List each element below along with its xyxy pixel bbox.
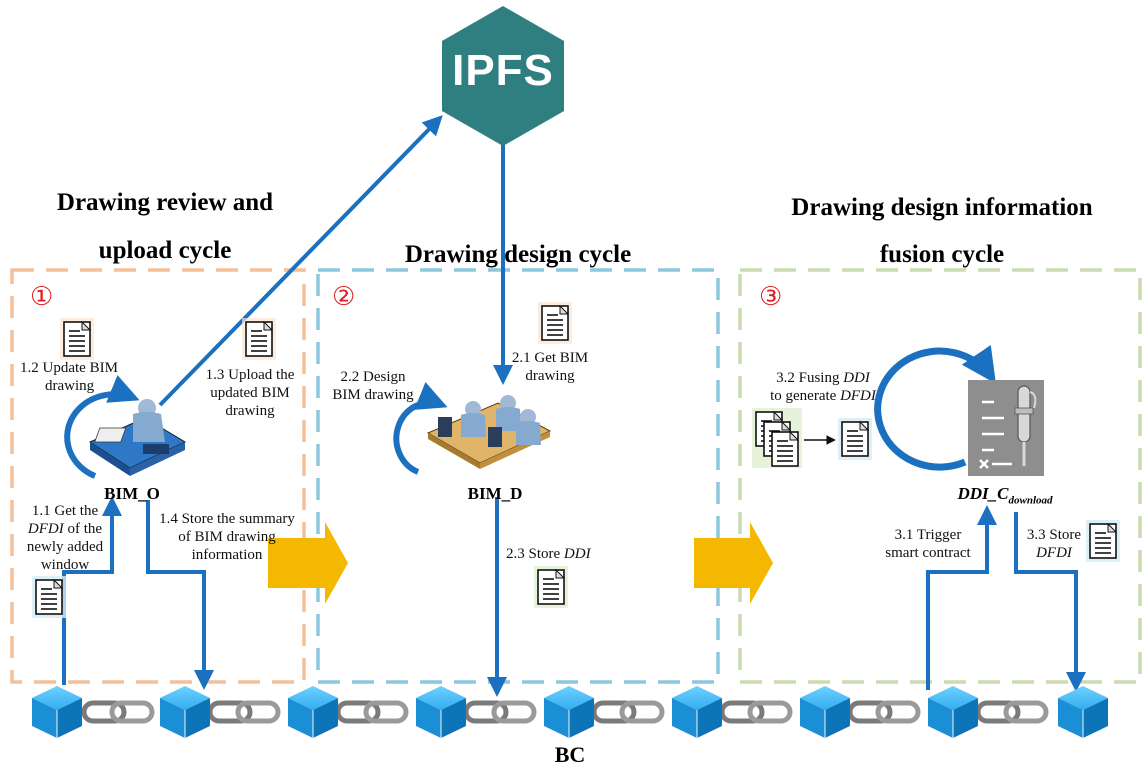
step-1-2-line2: drawing	[45, 378, 95, 394]
step-3-2-line1-prefix: 3.2 Fusing	[776, 370, 844, 386]
arrow-bc-to-bim-o	[62, 496, 122, 685]
step-1-3-line3: drawing	[225, 403, 275, 419]
cycle1-number: ①	[30, 282, 54, 312]
step-3-2-label: 3.2 Fusing DDI to generate DFDI	[758, 369, 888, 405]
step-1-4-label: 1.4 Store the summary of BIM drawing inf…	[152, 510, 302, 564]
transfer-arrow-2-3	[694, 522, 773, 604]
bim-d-figure	[426, 395, 552, 469]
cycle-arrow-bim-o	[64, 375, 140, 479]
step-2-1-line1: 2.1 Get BIM	[511, 350, 589, 366]
document-stack-3-2	[752, 408, 802, 468]
step-1-3-line1: 1.3 Upload the	[205, 367, 295, 383]
cycle2-title: Drawing design cycle	[404, 241, 632, 268]
step-3-2-line2-prefix: to generate	[770, 388, 841, 404]
step-1-4-line3: information	[191, 547, 263, 563]
cycle2-number: ②	[332, 282, 356, 312]
step-3-3-dfdi: DFDI	[1036, 545, 1072, 561]
document-icon-2-1	[538, 302, 572, 344]
step-3-2-dfdi: DFDI	[840, 388, 876, 404]
transfer-arrow-1-2	[268, 522, 348, 604]
step-2-3-ddi: DDI	[563, 546, 591, 562]
cycle-arrow-ddi-c	[874, 345, 996, 471]
document-icon-2-3	[534, 566, 568, 608]
cycle3-frame	[738, 268, 1142, 684]
step-1-1-line2-rest: of the	[63, 521, 103, 537]
step-2-1-line2: drawing	[525, 368, 575, 384]
step-1-1-dfdi: DFDI	[27, 521, 64, 537]
step-2-2-line1: 2.2 Design	[340, 369, 406, 385]
step-2-3-label: 2.3 Store DDI	[506, 545, 616, 563]
ddi-c-label: DDI_Cdownload	[940, 484, 1070, 510]
step-3-3-line1: 3.3 Store	[1026, 527, 1082, 543]
document-icon-1-1	[32, 576, 66, 618]
ddi-c-figure	[968, 380, 1044, 476]
cycle-arrow-bim-d	[393, 382, 448, 475]
ipfs-hexagon	[442, 6, 564, 146]
step-1-2-label: 1.2 Update BIM drawing	[20, 359, 150, 395]
document-icon-3-2-result	[838, 418, 872, 460]
step-1-1-line2: DFDI of the	[20, 520, 110, 538]
step-1-4-line1: 1.4 Store the summary	[159, 511, 295, 527]
cycle2-frame	[316, 268, 720, 684]
bim-o-label: BIM_O	[104, 484, 160, 503]
step-1-4-line2: of BIM drawing	[178, 529, 276, 545]
step-3-3-line2: DFDI	[1020, 544, 1088, 562]
cycle3-title-line1: Drawing design information	[791, 194, 1093, 221]
arrow-ddi-c-to-bc	[1014, 512, 1086, 692]
step-2-3-prefix: 2.3 Store	[506, 546, 564, 562]
step-2-1-label: 2.1 Get BIM drawing	[508, 349, 592, 385]
step-1-3-line2: updated BIM	[210, 385, 290, 401]
step-3-1-line1: 3.1 Trigger	[894, 527, 962, 543]
bim-d-label: BIM_D	[467, 484, 523, 503]
cycle1-title-line1: Drawing review and	[56, 189, 274, 216]
cycle1-title-line2: upload cycle	[98, 237, 232, 264]
arrow-bim-o-to-bc	[146, 500, 214, 690]
step-3-3-label: 3.3 Store DFDI	[1020, 526, 1088, 562]
step-1-1-line3: newly added	[26, 539, 104, 555]
cycle1-frame	[10, 268, 306, 684]
document-icon-3-3	[1086, 520, 1120, 562]
document-icon-1-2	[60, 318, 94, 360]
step-1-1-label: 1.1 Get the DFDI of the newly added wind…	[20, 502, 110, 574]
step-1-1-line1: 1.1 Get the	[31, 503, 99, 519]
document-icon-1-3	[242, 318, 276, 360]
step-3-1-label: 3.1 Trigger smart contract	[878, 526, 978, 562]
step-3-2-line2: to generate DFDI	[758, 387, 888, 405]
step-3-2-line1: 3.2 Fusing DDI	[758, 369, 888, 387]
blockchain	[31, 685, 1109, 739]
step-3-1-line2: smart contract	[885, 545, 971, 561]
bim-o-figure	[88, 399, 187, 476]
step-2-2-line2: BIM drawing	[332, 387, 414, 403]
bc-label: BC	[554, 742, 586, 767]
step-2-2-label: 2.2 Design BIM drawing	[322, 368, 424, 404]
ipfs-label: IPFS	[452, 46, 554, 95]
cycle3-title-line2: fusion cycle	[879, 241, 1005, 268]
step-1-2-line1: 1.2 Update BIM	[20, 360, 118, 376]
step-1-1-line4: window	[40, 557, 90, 573]
ddi-c-label-sub: download	[1008, 494, 1053, 507]
arrow-upload-to-ipfs	[158, 115, 443, 407]
step-3-2-ddi: DDI	[843, 370, 870, 386]
ddi-c-label-main: DDI_C	[957, 484, 1009, 503]
arrow-bc-to-ddi-c	[926, 505, 997, 690]
step-1-3-label: 1.3 Upload the updated BIM drawing	[190, 366, 310, 420]
cycle3-number: ③	[759, 282, 783, 312]
